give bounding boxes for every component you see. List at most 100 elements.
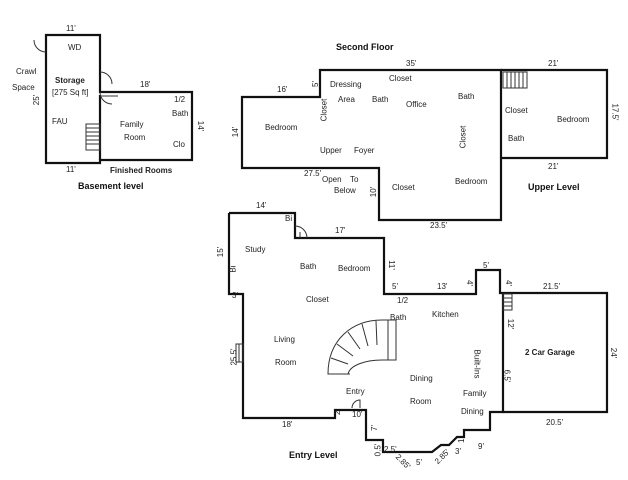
dimension-label: 4'	[503, 280, 513, 286]
second-floor-walls	[240, 68, 609, 222]
room-label-area: Area	[338, 95, 355, 104]
room-label-to: To	[350, 175, 359, 184]
dimension-label: 5'	[392, 282, 398, 291]
room-label-foyer: Foyer	[354, 146, 375, 155]
room-label-family: Family	[120, 120, 144, 129]
entry-level-title: Entry Level	[289, 450, 338, 460]
room-label-bath: Bath	[300, 262, 317, 271]
finished-rooms-label: Finished Rooms	[110, 166, 173, 175]
room-label-family-room: Room	[124, 133, 146, 142]
dimension-label: 5'	[483, 261, 489, 270]
room-label-closet: Closet	[505, 106, 528, 115]
dimension-label: 24'	[609, 347, 619, 359]
dimension-label: 11'	[66, 24, 76, 33]
room-label-office: Office	[406, 100, 427, 109]
dimension-label: 21.5'	[543, 282, 561, 291]
basement-walls	[44, 33, 194, 165]
spiral-staircase	[327, 319, 397, 375]
room-label-space: Space	[12, 83, 35, 92]
dimension-label: 2.5'	[384, 445, 397, 454]
dimension-label: 10'	[352, 410, 363, 419]
room-label-bedroom: Bedroom	[557, 115, 590, 124]
dimension-label: 14'	[256, 201, 267, 210]
room-label-living: Living	[274, 335, 295, 344]
entry-level-doors	[294, 225, 361, 409]
room-label-bedroom: Bedroom	[455, 177, 488, 186]
room-label-bath: Bath	[372, 95, 389, 104]
room-label-closet: Closet	[389, 74, 412, 83]
basement-doors	[33, 39, 113, 105]
room-label-closet: Closet	[319, 98, 329, 122]
room-label-below: Below	[334, 186, 356, 195]
dimension-label: 11'	[66, 165, 76, 174]
dimension-label: 18'	[282, 420, 293, 429]
built-ins-label: Built-Ins	[472, 349, 482, 379]
dimension-label: 3'	[455, 447, 461, 456]
room-label-living-room: Room	[275, 358, 297, 367]
dimension-label: 9'	[478, 442, 484, 451]
entry-level-walls	[227, 211, 609, 454]
room-label-family: Family	[463, 389, 487, 398]
room-label-closet: Closet	[458, 125, 468, 149]
room-label-storage: Storage	[55, 76, 85, 85]
room-label-wd: WD	[68, 43, 82, 52]
dimension-label: 18'	[140, 80, 151, 89]
room-label-crawl: Crawl	[16, 67, 37, 76]
dimension-label: 13'	[437, 282, 448, 291]
dimension-label: 2'	[332, 409, 342, 415]
room-label-fau: FAU	[52, 117, 68, 126]
second-floor-stairs	[502, 71, 528, 89]
storage-size-label: [275 Sq ft]	[52, 88, 89, 97]
room-label-half: 1/2	[174, 95, 186, 104]
dimension-label: 15'	[216, 246, 226, 258]
room-label-closet: Closet	[392, 183, 415, 192]
dimension-label: 16'	[277, 85, 288, 94]
room-label-bath: Bath	[508, 134, 525, 143]
garage-stairs	[502, 293, 513, 311]
dimension-label: 27.5'	[304, 169, 322, 178]
room-label-closet: Closet	[306, 295, 329, 304]
dimension-label: 17'	[335, 226, 346, 235]
room-label-family-dining: Dining	[461, 407, 484, 416]
room-label-bedroom: Bedroom	[265, 123, 298, 132]
dimension-label: 4'	[464, 280, 474, 286]
dimension-label: 6.5'	[502, 369, 512, 383]
dimension-label: 21'	[548, 162, 559, 171]
room-label-dressing: Dressing	[330, 80, 362, 89]
room-label-bath: Bath	[458, 92, 475, 101]
built-in-label: Bi	[285, 214, 293, 223]
basement-level-title: Basement level	[78, 181, 144, 191]
entry-level-windows	[235, 343, 244, 363]
dimension-label: 25'	[32, 94, 42, 106]
room-label-bath: Bath	[172, 109, 189, 118]
dimension-label: 12'	[506, 318, 516, 330]
room-label-dining-room: Room	[410, 397, 432, 406]
room-label-bath: Bath	[390, 313, 407, 322]
dimension-label: 5'	[310, 81, 320, 87]
room-label-clo: Clo	[173, 140, 186, 149]
dimension-label: 0.5'	[373, 443, 383, 457]
room-label-upper: Upper	[320, 146, 342, 155]
room-label-half: 1/2	[397, 296, 409, 305]
dimension-label: 21'	[548, 59, 559, 68]
room-label-bedroom: Bedroom	[338, 264, 371, 273]
dimension-label: 3'	[232, 291, 238, 300]
dimension-label: 17.5'	[610, 103, 620, 121]
dimension-label: 5'	[416, 458, 422, 467]
room-label-entry: Entry	[346, 387, 365, 396]
dimension-label: 35'	[406, 59, 417, 68]
basement-stairs	[85, 123, 101, 151]
dimension-label: 23.5'	[430, 221, 448, 230]
dimension-label: 14'	[231, 126, 241, 138]
dimension-label: 14'	[196, 120, 206, 132]
second-floor-title: Second Floor	[336, 42, 394, 52]
upper-level-title: Upper Level	[528, 182, 580, 192]
room-label-dining: Dining	[410, 374, 433, 383]
dimension-label: 7'	[369, 425, 379, 431]
room-label-open: Open	[322, 175, 342, 184]
room-label-kitchen: Kitchen	[432, 310, 459, 319]
room-label-garage: 2 Car Garage	[525, 348, 575, 357]
room-label-study: Study	[245, 245, 266, 254]
